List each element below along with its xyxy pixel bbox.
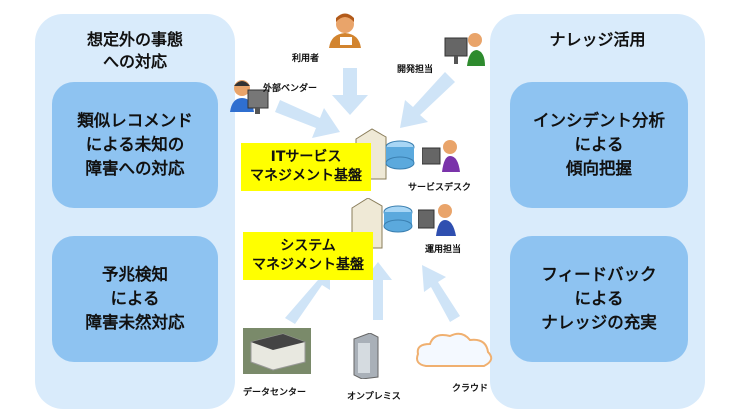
service-desk-person-icon	[422, 140, 460, 172]
developer-label: 開発担当	[397, 65, 434, 75]
user-person-icon	[329, 13, 361, 48]
datacenter-label: データセンター	[243, 388, 307, 398]
cloud-label: クラウド	[452, 384, 489, 394]
it-service-management-platform: ITサービス マネジメント基盤	[241, 143, 371, 191]
right-panel-title: ナレッジ活用	[549, 30, 646, 49]
left-panel: 想定外の事態 への対応 類似レコメンド による未知の 障害への対応 予兆検知 に…	[35, 14, 235, 409]
arrow-user	[332, 68, 368, 115]
predictive-detection-box: 予兆検知 による 障害未然対応	[52, 236, 218, 362]
similar-recommend-box: 類似レコメンド による未知の 障害への対応	[52, 82, 218, 208]
onpremise-label: オンプレミス	[347, 392, 401, 402]
developer-person-icon	[444, 33, 485, 66]
datacenter-building-icon	[243, 328, 311, 374]
arrow-cloud	[422, 265, 460, 322]
user-label: 利用者	[292, 54, 320, 64]
cloud-icon	[416, 332, 493, 367]
arrow-developer	[400, 72, 455, 128]
feedback-box: フィードバック による ナレッジの充実	[510, 236, 688, 362]
vendor-label: 外部ベンダー	[263, 84, 318, 94]
operations-label: 運用担当	[425, 245, 462, 255]
service-desk-label: サービスデスク	[408, 183, 472, 193]
vendor-person-icon	[230, 80, 269, 114]
system-management-platform: システム マネジメント基盤	[243, 232, 373, 280]
arrow-vendor	[275, 100, 340, 138]
operations-person-icon	[418, 204, 456, 236]
left-panel-title: 想定外の事態 への対応	[86, 30, 183, 71]
incident-analysis-box: インシデント分析 による 傾向把握	[510, 82, 688, 208]
onpremise-server-icon	[353, 333, 379, 379]
right-panel: ナレッジ活用 インシデント分析 による 傾向把握 フィードバック による ナレッ…	[490, 14, 705, 409]
